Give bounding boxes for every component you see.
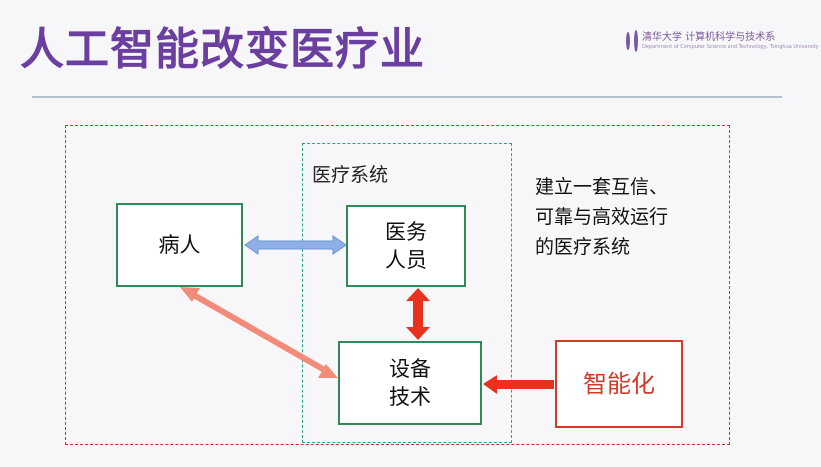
patient-label: 病人 (158, 233, 201, 257)
university-logo: 清华大学 计算机科学与技术系 Department of Computer Sc… (626, 24, 819, 58)
seal-icon (626, 32, 630, 50)
seal-icon (634, 30, 638, 52)
medical-system-frame (302, 143, 512, 443)
logo-text: 清华大学 计算机科学与技术系 (642, 31, 776, 43)
goal-note: 建立一套互信、可靠与高效运行的医疗系统 (535, 176, 669, 258)
medical-staff-node: 医务 人员 (346, 205, 466, 287)
device-technology-node: 设备 技术 (338, 341, 482, 425)
patient-staff-arrow (244, 235, 347, 255)
logo-subtext: Department of Computer Science and Techn… (642, 43, 819, 50)
intelligence-label: 智能化 (583, 370, 655, 398)
patient-node: 病人 (116, 203, 243, 287)
outer-dashed-frame (65, 125, 730, 445)
intelligence-node: 智能化 (555, 340, 683, 428)
patient-device-arrow (180, 287, 338, 378)
staff-device-arrow (406, 288, 430, 340)
medical-system-label: 医疗系统 (312, 164, 389, 186)
medical-staff-label: 医务 人员 (385, 220, 427, 272)
slide-title: 人工智能改变医疗业 (20, 24, 425, 75)
title-divider (32, 96, 782, 98)
intelligence-device-arrow (483, 375, 554, 394)
device-technology-label: 设备 技术 (389, 357, 431, 409)
